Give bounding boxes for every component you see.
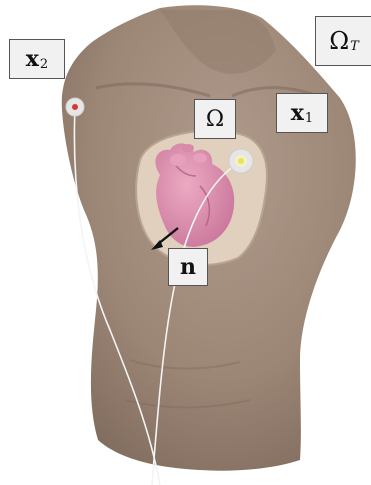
label-x2-main: x xyxy=(26,46,39,72)
label-x2-sub: 2 xyxy=(40,57,48,72)
label-n-main: n xyxy=(180,254,196,280)
label-omega-t-sub: T xyxy=(350,39,359,54)
label-x1-main: x xyxy=(291,100,304,126)
electrode-right xyxy=(229,149,253,173)
label-omega: Ω xyxy=(194,99,236,139)
electrode-left xyxy=(66,98,84,116)
label-x1-sub: 1 xyxy=(305,111,313,126)
label-omega-t-main: Ω xyxy=(329,27,349,55)
label-omega-main: Ω xyxy=(206,107,224,132)
label-n: n xyxy=(168,248,208,286)
